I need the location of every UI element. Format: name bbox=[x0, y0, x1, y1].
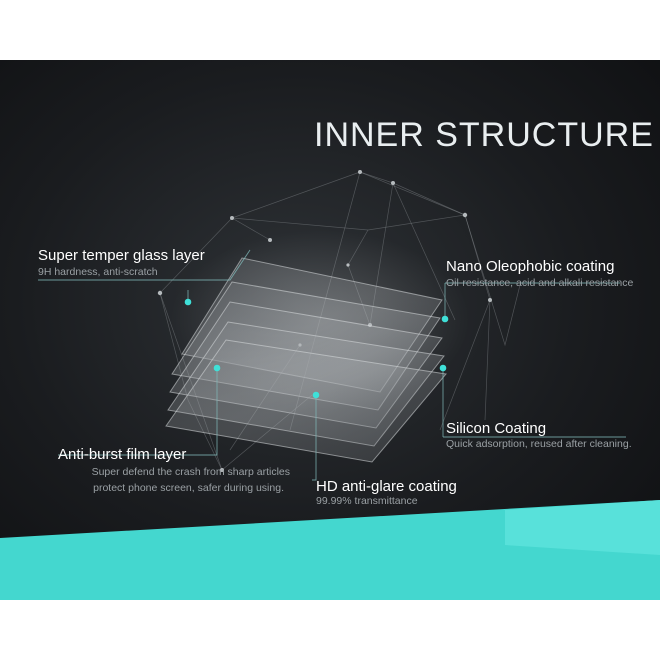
anti-burst-title: Anti-burst film layer bbox=[58, 446, 187, 463]
nano-oleophobic-title: Nano Oleophobic coating bbox=[446, 258, 615, 275]
accent-dots bbox=[184, 298, 449, 399]
callout-lines bbox=[38, 249, 626, 481]
glass-layer-5 bbox=[165, 339, 447, 463]
silicon-desc: Quick adsorption, reused after cleaning. bbox=[446, 438, 632, 450]
structure-illustration bbox=[38, 170, 626, 481]
anti-burst-desc-line2: protect phone screen, safer during using… bbox=[93, 482, 284, 494]
marker-anti-burst bbox=[213, 364, 221, 372]
teal-band bbox=[0, 500, 660, 600]
nano-oleophobic-desc: Oil-resistance, acid and alkali resistan… bbox=[446, 277, 634, 289]
marker-nano bbox=[441, 315, 449, 323]
marker-super-temper bbox=[184, 298, 192, 306]
silicon-title: Silicon Coating bbox=[446, 420, 547, 437]
hd-anti-glare-desc: 99.99% transmittance bbox=[316, 495, 418, 507]
marker-hd bbox=[312, 391, 320, 399]
glass-layers bbox=[165, 257, 447, 463]
super-temper-title: Super temper glass layer bbox=[38, 247, 205, 264]
dark-background-panel bbox=[0, 60, 660, 600]
super-temper-desc: 9H hardness, anti-scratch bbox=[38, 266, 158, 278]
hd-anti-glare-title: HD anti-glare coating bbox=[316, 478, 457, 495]
page-title: INNER STRUCTURE bbox=[314, 116, 654, 154]
anti-burst-desc-line1: Super defend the crash from sharp articl… bbox=[91, 466, 290, 478]
marker-silicon bbox=[439, 364, 447, 372]
